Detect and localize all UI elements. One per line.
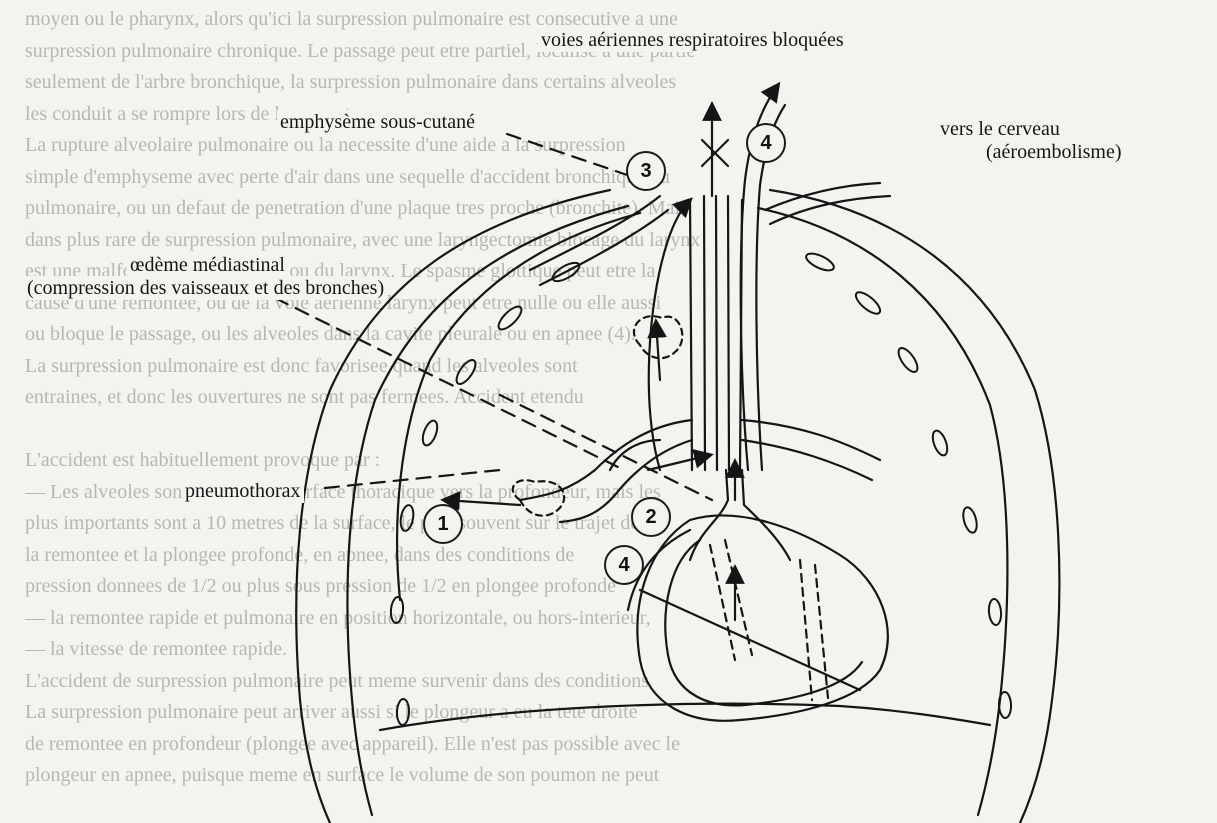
edema-dashed-leader xyxy=(275,298,620,468)
marker-2: 2 xyxy=(631,497,671,537)
vessel-ellipse xyxy=(930,429,950,458)
label-edema: œdème médiastinal xyxy=(127,253,288,277)
vessel-to-heart-right xyxy=(742,470,790,560)
vessel-ellipse xyxy=(399,504,415,532)
trachea-inner-3 xyxy=(728,196,729,470)
pneumothorax-dashed-leader xyxy=(325,470,500,488)
heart-inner xyxy=(665,540,862,705)
vessel-ellipse xyxy=(988,599,1002,626)
vessel-ellipse xyxy=(420,419,440,448)
pneumothorax-blob xyxy=(513,480,564,515)
trachea-left-wall xyxy=(690,200,692,470)
left-bronchus-branch xyxy=(610,440,660,470)
label-airway-blocked: voies aériennes respiratoires bloquées xyxy=(538,28,847,52)
label-emphysema: emphysème sous-cutané xyxy=(277,110,478,134)
right-main-bronchus-upper xyxy=(742,420,880,460)
vessel-ellipse xyxy=(895,345,921,375)
edema-dashed-leader-2 xyxy=(500,395,712,500)
marker-4-top: 4 xyxy=(746,123,786,163)
heart-dashed-2 xyxy=(725,540,752,655)
vessel-ellipse xyxy=(397,699,410,725)
pneumothorax-arrow xyxy=(444,500,520,505)
diaphragm-line xyxy=(380,704,990,730)
vessel-ellipse xyxy=(853,289,884,317)
marker-4-bottom: 4 xyxy=(604,545,644,585)
vessel-ellipse xyxy=(390,597,404,624)
vessel-ellipse xyxy=(495,303,525,333)
vessel-ellipse xyxy=(453,357,479,387)
heart-dashed-1 xyxy=(710,545,735,660)
heart-dashed-4 xyxy=(815,565,828,698)
left-neck-bronchus-inner xyxy=(540,210,668,285)
trachea-inner-2 xyxy=(716,196,717,470)
emphysema-dashed-leader xyxy=(507,134,636,178)
left-chest-wall-inner xyxy=(347,206,628,815)
label-pneumothorax: pneumothorax xyxy=(182,479,304,503)
right-chest-wall-outer xyxy=(770,190,1059,823)
label-brain: vers le cerveau xyxy=(937,117,1063,141)
marker-1: 1 xyxy=(423,504,463,544)
label-air-embolism: (aéroembolisme) xyxy=(983,140,1125,164)
vessel-ellipse xyxy=(961,506,979,534)
heart-diagonal xyxy=(640,590,860,690)
heart-outer xyxy=(637,515,887,720)
edema-arrow xyxy=(656,322,660,380)
trachea-inner-1 xyxy=(704,196,705,470)
marker-3: 3 xyxy=(626,151,666,191)
vessel-ellipse xyxy=(804,250,836,274)
heart-dashed-3 xyxy=(800,560,812,700)
right-chest-wall-inner xyxy=(758,208,1007,815)
label-compression: (compression des vaisseaux et des bronch… xyxy=(24,276,387,300)
